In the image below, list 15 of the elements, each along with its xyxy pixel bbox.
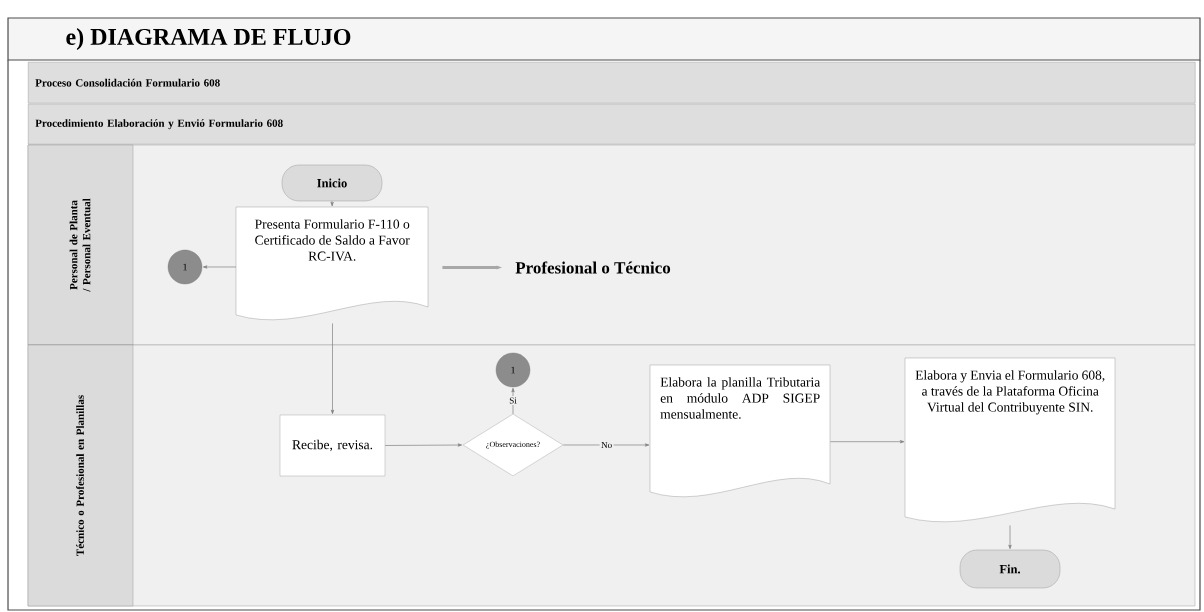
arrow [330, 323, 335, 415]
arrow [330, 200, 334, 207]
header-band: Procedimiento Elaboración y Envió Formulario 608 [28, 104, 1196, 145]
arrow [511, 387, 515, 415]
lane-target-text: Profesional o Técnico [515, 261, 671, 274]
arrow [830, 440, 905, 444]
arrow [562, 443, 650, 447]
title-band: e) DIAGRAMA DE FLUJO [7, 17, 1201, 61]
process-box: Recibe, revisa. [279, 414, 386, 477]
arrow [384, 443, 463, 447]
edge-label: No [599, 440, 614, 450]
arrow [1008, 525, 1012, 550]
edge-label: Si [507, 395, 519, 405]
arrow [202, 265, 237, 269]
header-band: Proceso Consolidación Formulario 608 [28, 62, 1196, 104]
